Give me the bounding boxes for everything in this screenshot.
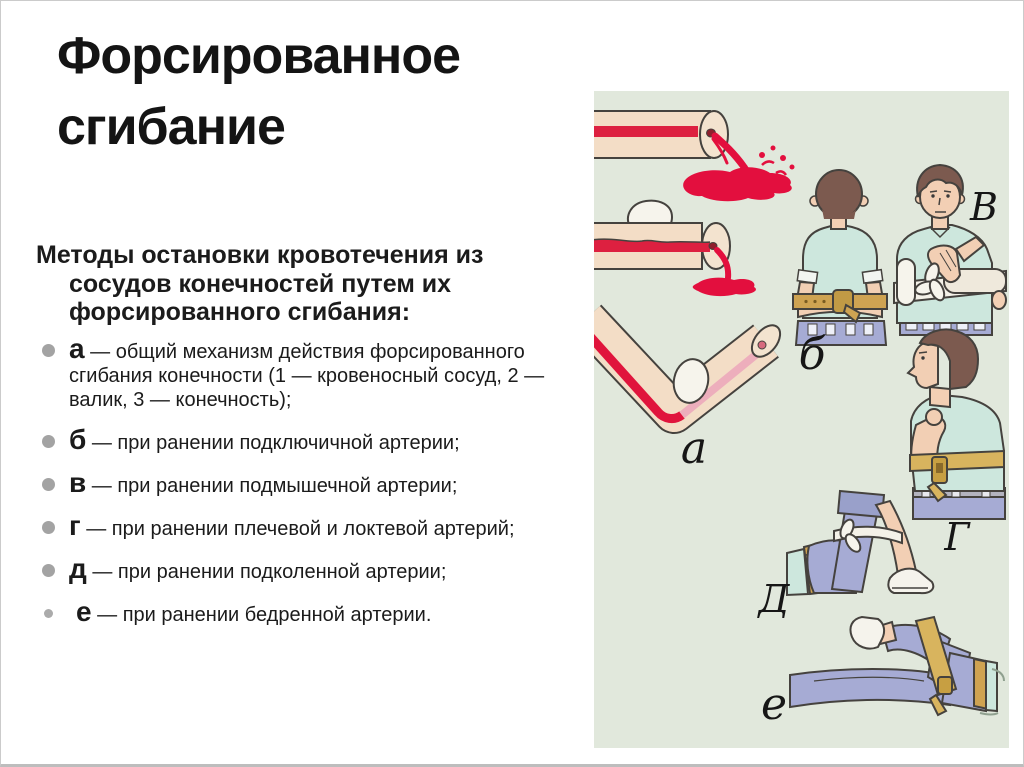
bullet-letter: в: [69, 467, 87, 498]
bullet-letter: а: [69, 333, 85, 364]
intro-line: сосудов конечностей путем их: [69, 269, 452, 298]
bullet-letter: б: [69, 424, 87, 455]
bullet-letter: д: [69, 553, 87, 584]
figure-label-d: Д: [758, 577, 790, 621]
bullet-text: — при ранении плечевой и локтевой артери…: [86, 518, 515, 540]
bullet-text: — при ранении подключичной артерии;: [91, 432, 460, 454]
intro-line: форсированного сгибания:: [69, 298, 411, 326]
figure-subclavian: [792, 169, 888, 346]
figure-label-g: Г: [944, 515, 970, 559]
figure-label-e: е: [760, 679, 788, 730]
bullet-letter: г: [69, 510, 81, 541]
list-item: а — общий механизм действия форсированно…: [36, 335, 576, 412]
figure-femoral: [789, 615, 1005, 717]
bullet-text: — при ранении подколенной артерии;: [92, 561, 447, 583]
bullet-dot-icon: [42, 521, 55, 534]
bullet-dot-icon: [44, 609, 53, 618]
bullet-list: а — общий механизм действия форсированно…: [36, 335, 576, 643]
bullet-dot-icon: [42, 478, 55, 491]
bullet-dot-icon: [42, 344, 55, 357]
figure-popliteal: [786, 489, 935, 597]
bullet-text: — при ранении подмышечной артерии;: [91, 475, 458, 497]
intro-line: Методы остановки кровотечения из: [36, 241, 484, 269]
limb-bent-with-roller: [594, 304, 782, 434]
limb-bleeding: [594, 110, 795, 202]
figure-brachial: [906, 328, 1006, 520]
list-item: б — при ранении подключичной артерии;: [36, 426, 576, 455]
page-title: Форсированное сгибание: [57, 21, 461, 163]
figure-axillary: [893, 163, 1007, 336]
list-item: в — при ранении подмышечной артерии;: [36, 469, 576, 498]
title-line-1: Форсированное: [57, 27, 461, 85]
limb-with-roller: [594, 199, 756, 297]
figure-label-v: В: [970, 185, 998, 229]
bullet-text: — при ранении бедренной артерии.: [97, 604, 432, 626]
title-line-2: сгибание: [57, 98, 286, 156]
figure-label-b: б: [798, 329, 826, 380]
illustration-panel: а б В Г Д е: [594, 91, 1009, 748]
list-item: е — при ранении бедренной артерии.: [36, 598, 576, 627]
bullet-text: — общий механизм действия форсированного…: [69, 341, 545, 411]
bullet-letter: е: [76, 596, 92, 627]
list-item: д — при ранении подколенной артерии;: [36, 555, 576, 584]
list-item: г — при ранении плечевой и локтевой арте…: [36, 512, 576, 541]
intro-paragraph: Методы остановки кровотечения из сосудов…: [36, 241, 576, 327]
figure-label-a: а: [680, 423, 708, 474]
first-aid-illustration: [594, 110, 1007, 717]
bullet-dot-icon: [42, 435, 55, 448]
bullet-dot-icon: [42, 564, 55, 577]
